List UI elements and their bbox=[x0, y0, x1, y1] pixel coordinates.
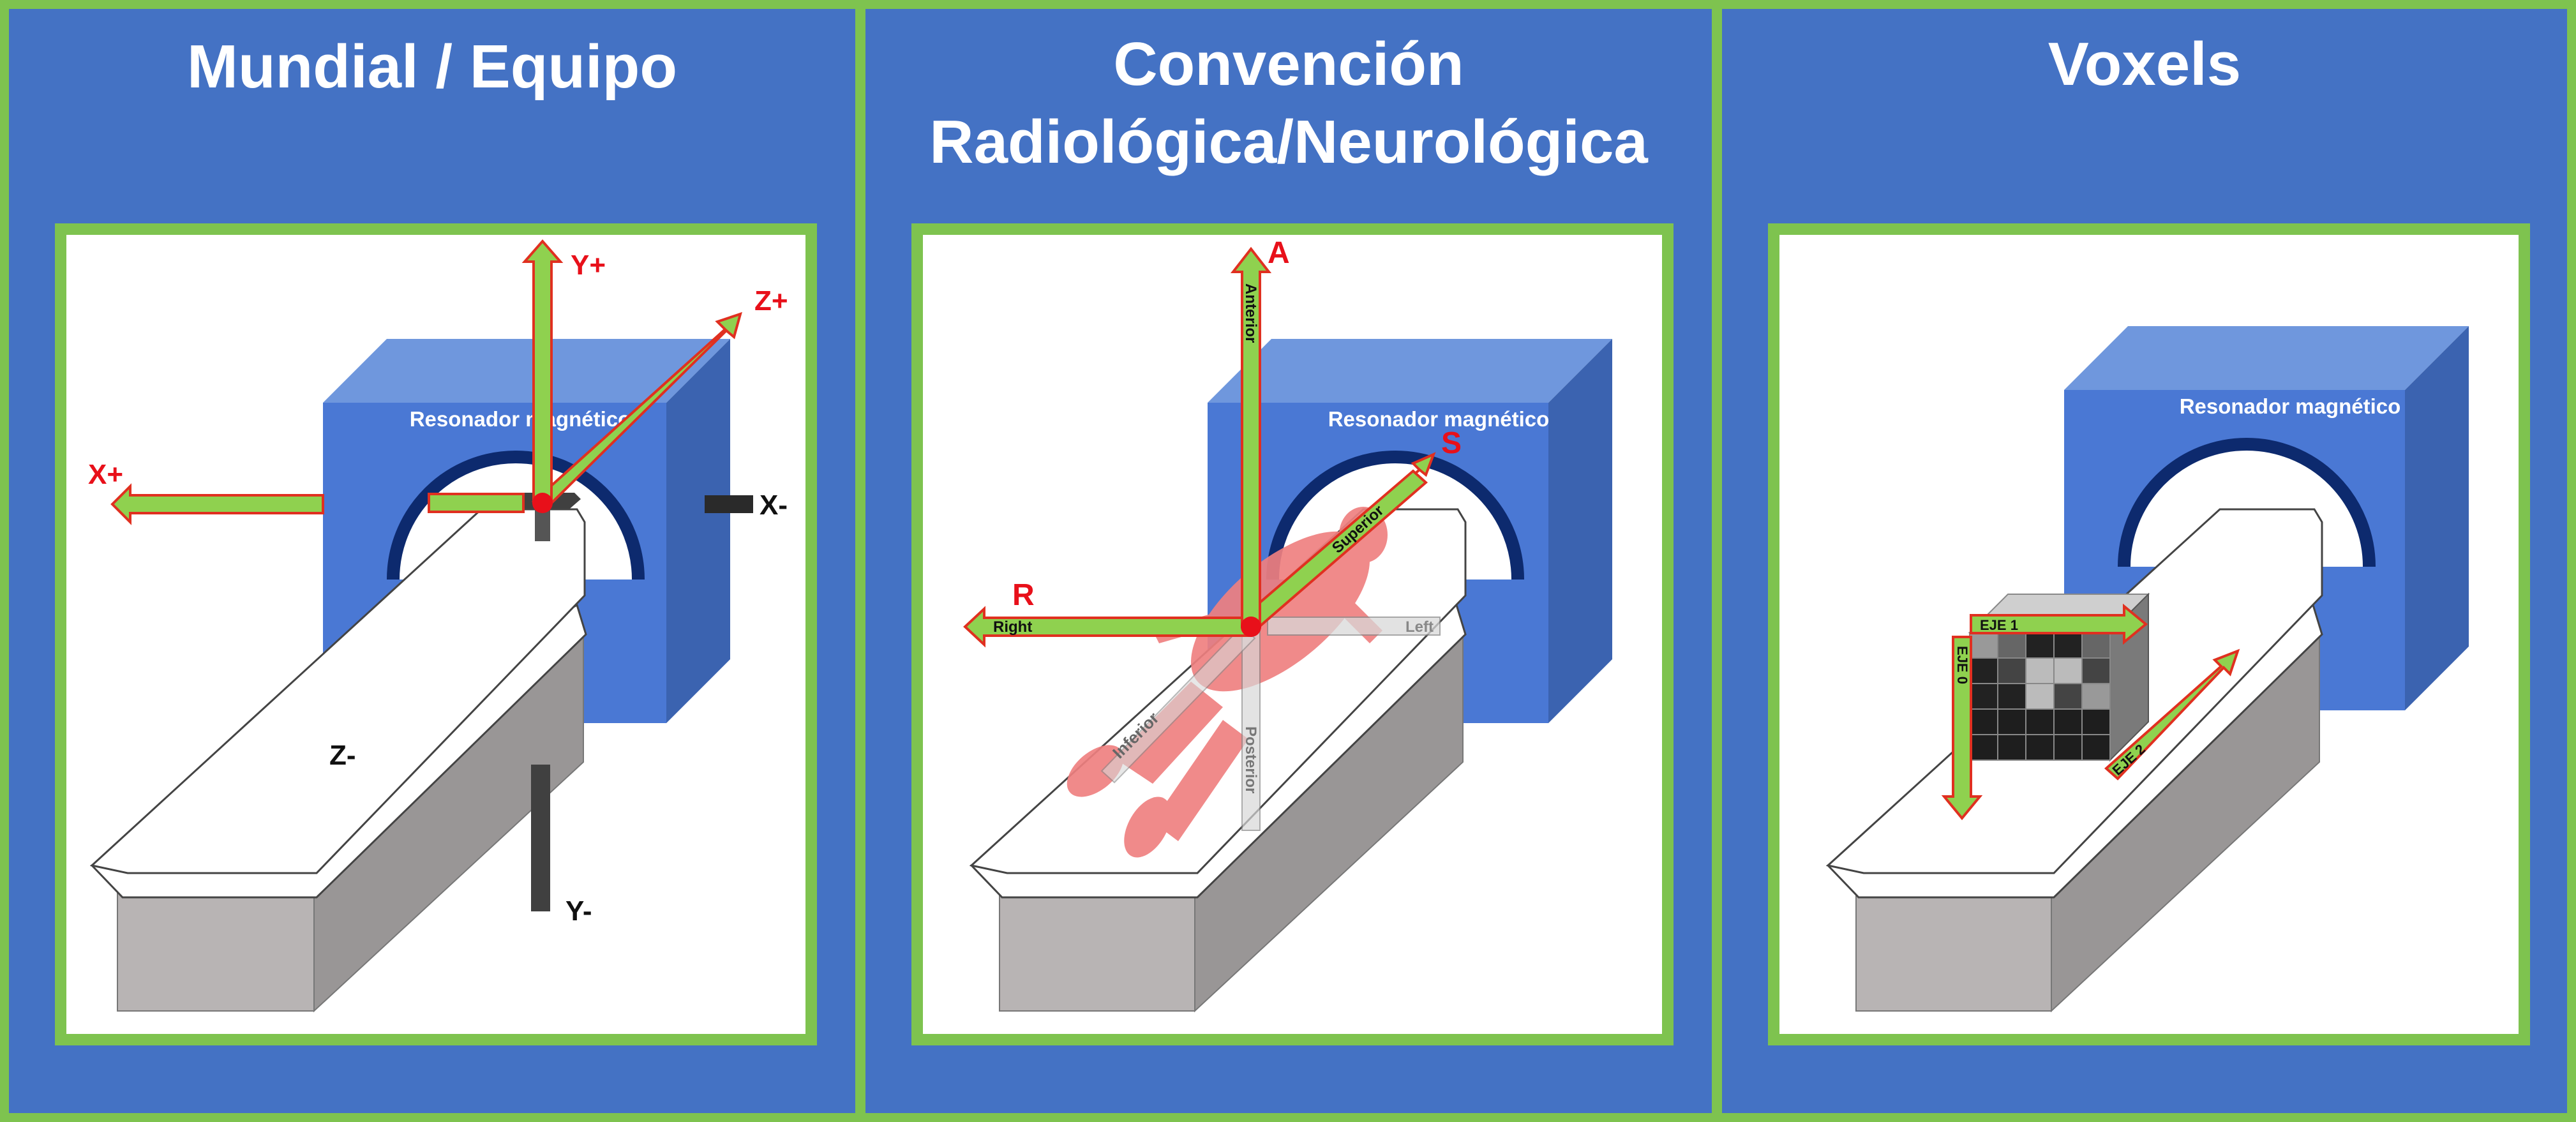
panel-title-line-1: Convención bbox=[1113, 30, 1464, 98]
axis-1-label: EJE 1 bbox=[1980, 617, 2018, 633]
voxel-cell bbox=[1969, 708, 1998, 735]
axis-label-z-minus: Z- bbox=[329, 740, 356, 771]
x-plus-arrow bbox=[110, 483, 324, 525]
y-minus-axis bbox=[531, 765, 550, 911]
z-plus-arrow bbox=[531, 311, 742, 512]
axis-label-x-plus: X+ bbox=[88, 459, 123, 490]
voxel-cell bbox=[1969, 632, 1998, 659]
voxel-cell bbox=[2053, 657, 2083, 684]
diagram-frame: Resonador magnético EJE 1 EJE 0 EJE 2 bbox=[1768, 223, 2530, 1045]
world-diagram: Resonador magnético Y+ bbox=[88, 239, 788, 1013]
x-minus-axis bbox=[705, 495, 753, 513]
origin-dot bbox=[1241, 617, 1261, 637]
word-posterior: Posterior bbox=[1242, 726, 1259, 793]
origin-dot bbox=[532, 493, 553, 513]
machine-label: Resonador magnético bbox=[410, 407, 631, 431]
axis-0-arrow bbox=[1941, 636, 1983, 821]
voxel-diagram: Resonador magnético EJE 1 EJE 0 EJE 2 bbox=[1825, 326, 2469, 1013]
y-plus-arrow bbox=[521, 239, 564, 504]
diagram-frame: Resonador magnético Left bbox=[911, 223, 1674, 1045]
voxel-cell bbox=[1969, 657, 1998, 684]
voxel-cell bbox=[2025, 683, 2055, 710]
voxel-cell bbox=[1969, 683, 1998, 710]
voxel-cell bbox=[2081, 683, 2111, 710]
word-left: Left bbox=[1405, 618, 1434, 636]
machine-top bbox=[323, 339, 730, 403]
panel-title: Mundial / Equipo bbox=[187, 33, 677, 101]
panel-title-line-2: Radiológica/Neurológica bbox=[929, 108, 1648, 176]
letter-superior: S bbox=[1441, 426, 1462, 460]
radiological-diagram: Resonador magnético Left bbox=[963, 236, 1612, 1013]
word-anterior: Anterior bbox=[1242, 283, 1259, 343]
voxel-cell bbox=[1997, 657, 2026, 684]
axis-2-arrow bbox=[2104, 648, 2240, 781]
axis-label-y-minus: Y- bbox=[565, 895, 592, 927]
panel-world: Mundial / Equipo Resonador magnético bbox=[9, 9, 855, 1113]
word-right: Right bbox=[993, 618, 1032, 636]
voxel-cell bbox=[1997, 708, 2026, 735]
axis-label-z-plus: Z+ bbox=[754, 285, 788, 317]
voxel-cell bbox=[2025, 708, 2055, 735]
voxel-cell bbox=[1997, 632, 2026, 659]
voxel-cell bbox=[2025, 734, 2055, 761]
machine-label: Resonador magnético bbox=[1328, 407, 1550, 431]
x-axis-inner bbox=[428, 493, 525, 513]
right-arrow bbox=[963, 606, 1252, 648]
tunnel-rim bbox=[387, 451, 645, 580]
panel-voxels: Voxels Resonador magnético EJE 1 bbox=[1722, 9, 2567, 1113]
machine-top bbox=[2064, 326, 2469, 390]
voxel-cell bbox=[2053, 734, 2083, 761]
diagram-frame: Resonador magnético Y+ bbox=[55, 223, 817, 1045]
y-axis-stub bbox=[535, 509, 550, 541]
superior-arrow-head bbox=[1246, 452, 1436, 622]
voxel-cell bbox=[2053, 708, 2083, 735]
machine-top bbox=[1208, 339, 1612, 403]
machine-side bbox=[2405, 326, 2469, 710]
table-base-front bbox=[117, 883, 315, 1012]
voxel-grid-front bbox=[1969, 632, 2111, 761]
machine-label: Resonador magnético bbox=[2180, 394, 2401, 418]
anterior-arrow bbox=[1230, 246, 1272, 628]
machine-side bbox=[1548, 339, 1612, 723]
panel-title: Voxels bbox=[2048, 30, 2242, 98]
axis-0-label: EJE 0 bbox=[1954, 646, 1970, 684]
voxel-cell bbox=[2053, 683, 2083, 710]
voxel-cell bbox=[2081, 708, 2111, 735]
voxel-cell bbox=[2081, 632, 2111, 659]
voxel-cell bbox=[1997, 683, 2026, 710]
voxel-cell bbox=[2025, 632, 2055, 659]
letter-anterior: A bbox=[1268, 236, 1290, 270]
tunnel-rim bbox=[2118, 438, 2376, 567]
machine-side bbox=[666, 339, 730, 723]
voxel-cell bbox=[2053, 632, 2083, 659]
voxel-cell bbox=[1997, 734, 2026, 761]
letter-right: R bbox=[1012, 578, 1035, 612]
posterior-axis bbox=[1241, 625, 1261, 831]
voxel-cell bbox=[1969, 734, 1998, 761]
axis-label-x-minus: X- bbox=[760, 490, 788, 521]
voxel-cell bbox=[2081, 657, 2111, 684]
voxel-cell bbox=[2081, 734, 2111, 761]
left-axis bbox=[1267, 617, 1441, 636]
table-base-front bbox=[1855, 883, 2052, 1012]
axis-label-y-plus: Y+ bbox=[571, 250, 606, 281]
panel-radiological: Convención Radiológica/Neurológica Reson… bbox=[865, 9, 1712, 1113]
tunnel-rim bbox=[1266, 451, 1524, 580]
axis-1-arrow bbox=[1970, 603, 2148, 645]
table-base-front bbox=[999, 883, 1195, 1012]
voxel-cell bbox=[2025, 657, 2055, 684]
